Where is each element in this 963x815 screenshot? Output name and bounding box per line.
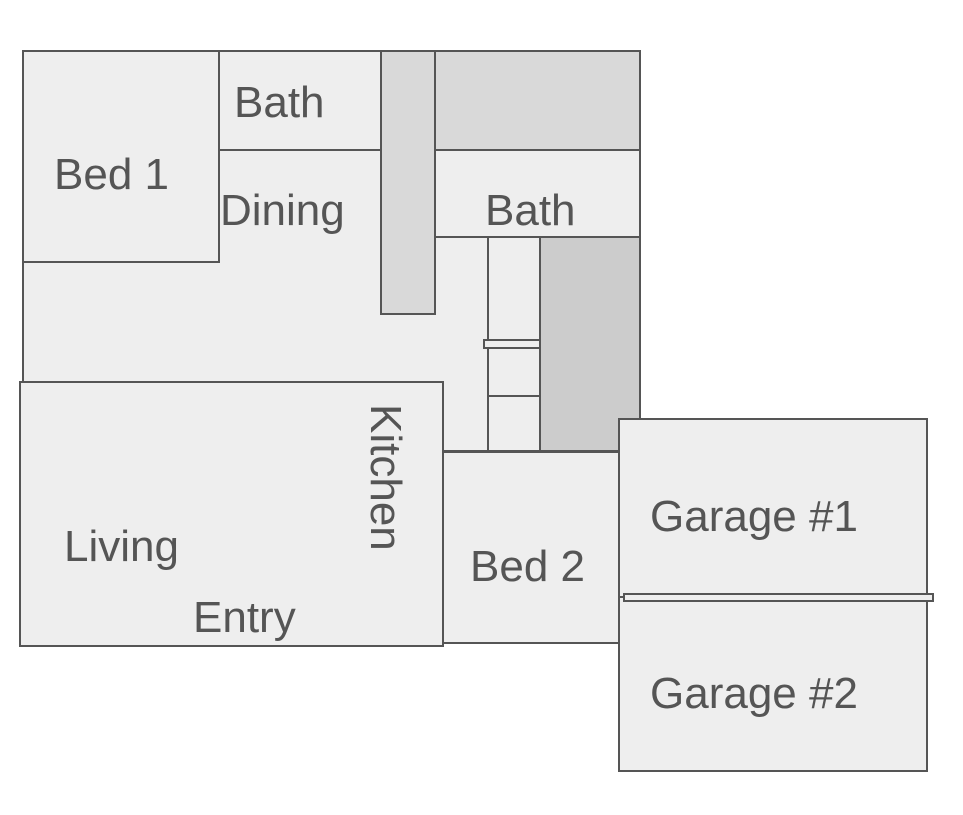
garage-divider xyxy=(623,593,934,602)
closet-top-right xyxy=(434,50,641,151)
bed1-room xyxy=(22,50,220,263)
garage1-room xyxy=(618,418,928,598)
bed2-room xyxy=(442,451,620,644)
label-kitchen: Kitchen xyxy=(361,404,410,551)
label-garage1: Garage #1 xyxy=(650,492,858,541)
label-living: Living xyxy=(64,522,179,571)
label-bath-top: Bath xyxy=(234,78,325,127)
label-dining: Dining xyxy=(220,186,345,235)
label-entry: Entry xyxy=(193,593,296,642)
bath-top-room xyxy=(218,50,382,151)
garage2-room xyxy=(618,596,928,772)
closet-dark xyxy=(539,236,641,452)
label-bed2: Bed 2 xyxy=(470,542,585,591)
label-bath-right: Bath xyxy=(485,186,576,235)
bath-right-room xyxy=(434,149,641,238)
label-bed1: Bed 1 xyxy=(54,150,169,199)
label-garage2: Garage #2 xyxy=(650,669,858,718)
hallway-bar xyxy=(483,339,541,349)
closet-strip xyxy=(380,50,436,315)
